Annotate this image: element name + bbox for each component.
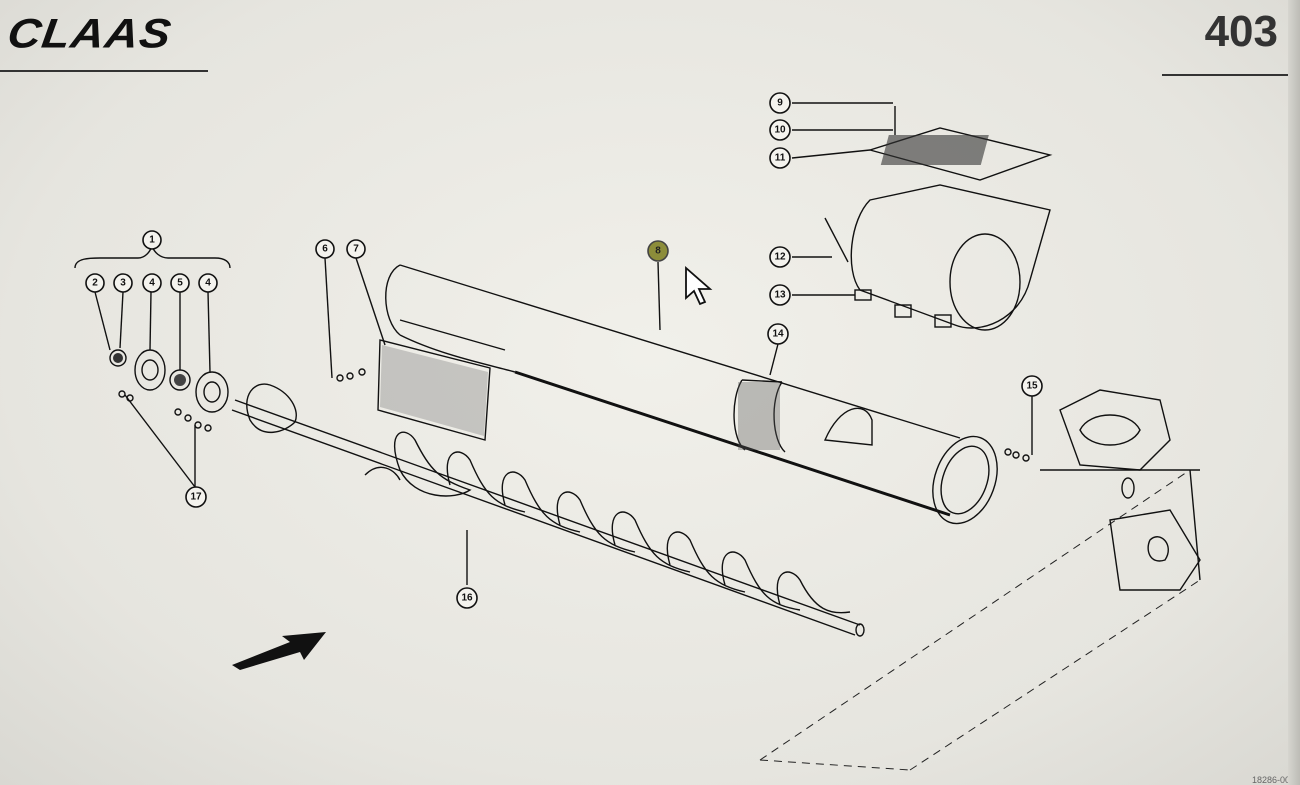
feeder-housing-outline xyxy=(759,389,1201,771)
cover-plate xyxy=(336,339,491,441)
bolt-set-15 xyxy=(1004,396,1033,462)
svg-text:5: 5 xyxy=(177,278,183,289)
callout-3[interactable]: 3 xyxy=(113,273,133,293)
sleeve-part xyxy=(733,379,786,453)
callout-11[interactable]: 11 xyxy=(769,147,791,169)
callout-7[interactable]: 7 xyxy=(346,239,366,259)
svg-text:4: 4 xyxy=(205,278,211,289)
svg-text:10: 10 xyxy=(774,125,786,136)
svg-text:16: 16 xyxy=(461,593,473,604)
callout-4a[interactable]: 4 xyxy=(142,273,162,293)
header-rule-right xyxy=(1162,74,1300,76)
callout-15[interactable]: 15 xyxy=(1021,375,1043,397)
callout-10[interactable]: 10 xyxy=(769,119,791,141)
callout-12[interactable]: 12 xyxy=(769,246,791,268)
svg-text:13: 13 xyxy=(774,290,786,301)
callout-14[interactable]: 14 xyxy=(767,323,789,345)
callout-8[interactable]: 8 xyxy=(647,240,669,262)
svg-text:11: 11 xyxy=(775,153,786,164)
svg-text:15: 15 xyxy=(1026,381,1038,392)
callout-2[interactable]: 2 xyxy=(85,273,105,293)
svg-text:2: 2 xyxy=(92,278,98,289)
svg-text:1: 1 xyxy=(149,235,155,246)
svg-text:9: 9 xyxy=(777,98,783,109)
callout-17[interactable]: 17 xyxy=(185,486,207,508)
svg-text:12: 12 xyxy=(774,252,786,263)
callout-6[interactable]: 6 xyxy=(315,239,335,259)
svg-text:3: 3 xyxy=(120,278,126,289)
callout-16[interactable]: 16 xyxy=(456,587,478,609)
svg-text:17: 17 xyxy=(190,492,202,503)
direction-arrow-icon xyxy=(232,632,326,670)
mouse-pointer-icon xyxy=(685,266,713,306)
auger-tube xyxy=(385,264,998,525)
screen-edge xyxy=(1288,0,1300,785)
callout-9[interactable]: 9 xyxy=(769,92,791,114)
svg-text:6: 6 xyxy=(322,244,328,255)
callout-4b[interactable]: 4 xyxy=(198,273,218,293)
svg-text:7: 7 xyxy=(353,244,359,255)
svg-text:4: 4 xyxy=(149,278,155,289)
auger-shaft xyxy=(231,383,865,637)
hopper-assembly xyxy=(824,106,1053,331)
callout-5[interactable]: 5 xyxy=(170,273,190,293)
callout-13[interactable]: 13 xyxy=(769,284,791,306)
svg-text:14: 14 xyxy=(772,329,784,340)
header-rule-left xyxy=(0,70,208,72)
svg-text:8: 8 xyxy=(655,246,661,257)
drawing-reference: 18286-00 xyxy=(1251,775,1290,785)
page-number: 403 xyxy=(1204,7,1278,56)
callout-1[interactable]: 1 xyxy=(142,230,162,250)
